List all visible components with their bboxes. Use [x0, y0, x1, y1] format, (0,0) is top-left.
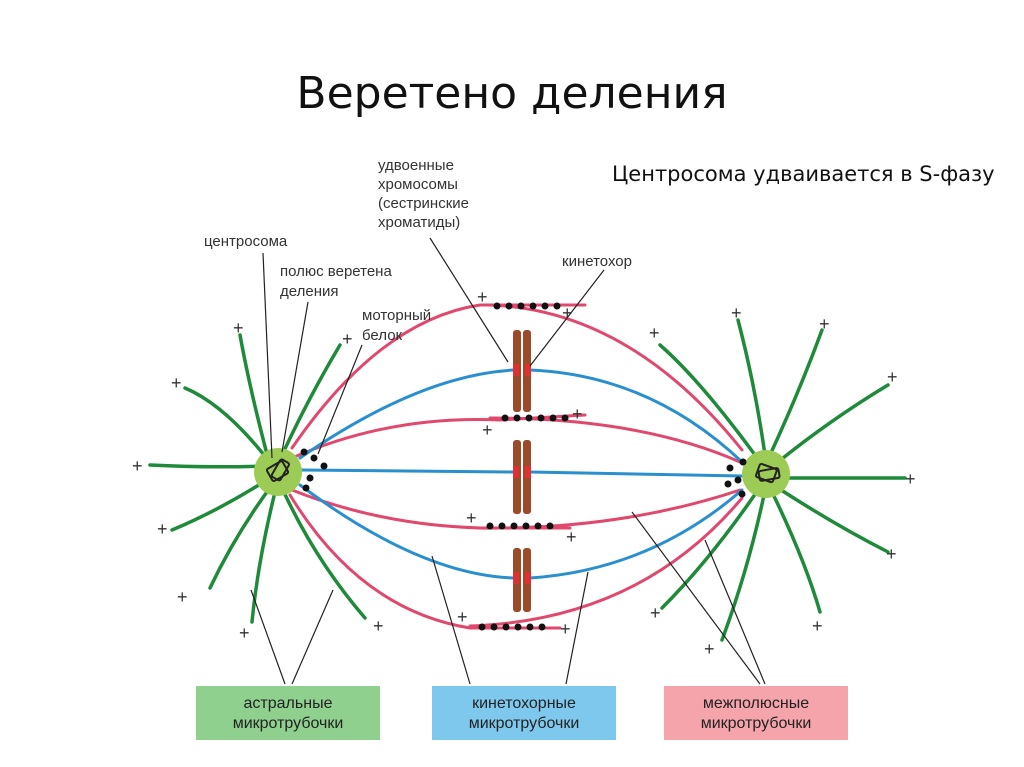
centrosome-right	[742, 450, 790, 498]
label-motor-protein: моторный белок	[362, 307, 431, 344]
chromosome-middle	[513, 440, 531, 514]
plus-sign: +	[482, 420, 493, 440]
legend-astral: астральные микротрубочки	[196, 686, 380, 740]
label-line: деления	[280, 283, 338, 300]
plus-sign: +	[704, 639, 715, 659]
label-line: белок	[362, 327, 403, 344]
plus-sign: +	[819, 314, 830, 334]
legend-line: кинетохорные	[472, 695, 576, 712]
plus-sign: +	[887, 367, 898, 387]
slide-title: Веретено деления	[296, 68, 728, 119]
plus-sign: +	[731, 303, 742, 323]
plus-sign: +	[562, 303, 573, 323]
plus-sign: +	[812, 616, 823, 636]
astral-microtubules-left	[148, 333, 367, 624]
astral-microtubules-right	[658, 318, 907, 642]
label-line: моторный	[362, 307, 431, 324]
legend-line: микротрубочки	[233, 715, 344, 732]
legend-interpolar: межполюсные микротрубочки	[664, 686, 848, 740]
label-line: удвоенные	[378, 157, 454, 174]
pointer-lines	[250, 237, 766, 685]
plus-sign: +	[466, 508, 477, 528]
label-duplicated-chromosomes: удвоенные хромосомы (сестринские хромати…	[378, 157, 469, 231]
centrosome-left	[254, 448, 302, 496]
plus-sign: +	[342, 329, 353, 349]
plus-sign: +	[560, 619, 571, 639]
plus-sign: +	[649, 323, 660, 343]
plus-sign: +	[239, 623, 250, 643]
legend-swatch	[196, 686, 380, 740]
legend-swatch	[432, 686, 616, 740]
plus-sign: +	[177, 587, 188, 607]
plus-sign: +	[572, 404, 583, 424]
plus-sign: +	[566, 527, 577, 547]
plus-end-markers: + + + + + + + + + + + + + + + + + + + + …	[132, 287, 916, 659]
plus-sign: +	[132, 456, 143, 476]
plus-sign: +	[373, 616, 384, 636]
plus-sign: +	[650, 603, 661, 623]
motor-protein-rows	[478, 302, 569, 631]
chromosome-bottom	[513, 548, 531, 612]
label-line: (сестринские	[378, 195, 469, 212]
motor-protein-dots	[300, 448, 747, 498]
label-spindle-pole: полюс веретена деления	[280, 263, 392, 300]
plus-sign: +	[157, 519, 168, 539]
legend-line: межполюсные	[703, 695, 809, 712]
plus-sign: +	[886, 544, 897, 564]
interpolar-microtubules	[288, 303, 744, 630]
legend-line: микротрубочки	[701, 715, 812, 732]
label-line: хромосомы	[378, 176, 458, 193]
label-centrosome: центросома	[204, 233, 288, 250]
plus-sign: +	[171, 373, 182, 393]
label-line: полюс веретена	[280, 263, 392, 280]
legend-kinetochore: кинетохорные микротрубочки	[432, 686, 616, 740]
kinetochore-microtubules	[298, 368, 744, 580]
plus-sign: +	[477, 287, 488, 307]
label-kinetochore: кинетохор	[562, 253, 632, 270]
label-line: хроматиды)	[378, 214, 460, 231]
chromosome-top	[513, 330, 531, 412]
legend-line: микротрубочки	[469, 715, 580, 732]
plus-sign: +	[233, 318, 244, 338]
plus-sign: +	[905, 469, 916, 489]
plus-sign: +	[457, 607, 468, 627]
legend-line: астральные	[244, 695, 333, 712]
centrosome-note: Центросома удваивается в S-фазу	[612, 162, 995, 186]
legend-swatch	[664, 686, 848, 740]
